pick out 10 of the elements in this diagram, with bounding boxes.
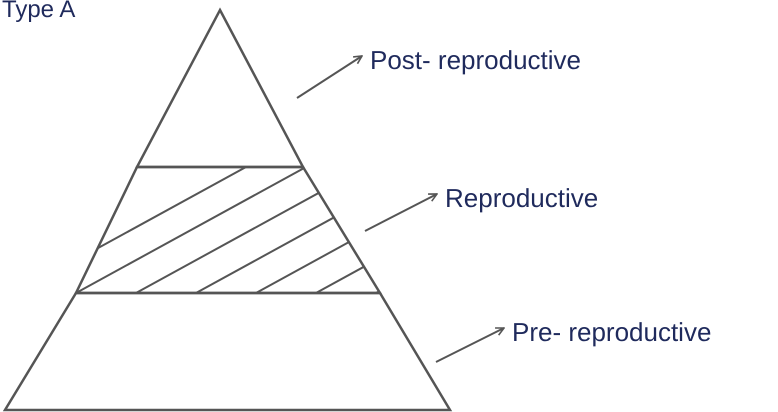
stage-label: Post- reproductive [370,47,581,73]
arrow [296,55,363,99]
arrow [364,193,438,232]
stage-label: Pre- reproductive [512,319,712,345]
triangle-band [137,10,303,167]
diagram-title: Type A [2,0,76,22]
trapezoid-band [76,167,380,293]
arrow [436,327,505,363]
stage-label: Reproductive [445,185,598,211]
trapezoid-band [5,293,450,410]
